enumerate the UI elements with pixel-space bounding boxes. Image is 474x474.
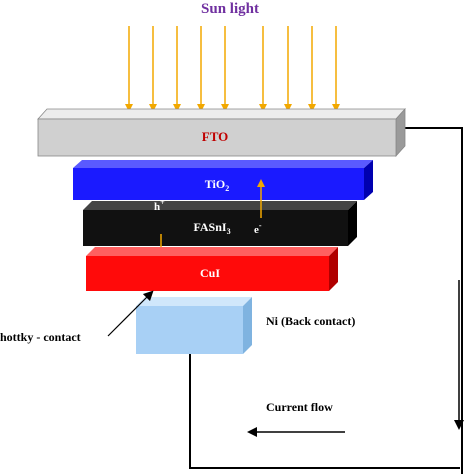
fto-label: FTO <box>202 129 229 144</box>
ni-back-contact <box>136 297 252 354</box>
schottky-contact-label: hottky - contact <box>0 330 81 344</box>
hole-sup: + <box>160 198 165 207</box>
hole-base: h <box>154 201 160 213</box>
cui-label: CuI <box>200 266 220 280</box>
back-contact-label: Ni (Back contact) <box>266 314 355 328</box>
tio2-layer <box>73 160 373 200</box>
fasni3-subscript: 3 <box>227 227 231 236</box>
cui-layer <box>86 247 338 291</box>
tio2-subscript: 2 <box>225 184 229 193</box>
electron-label: e- <box>254 221 262 236</box>
tio2-label: TiO2 <box>205 177 229 193</box>
external-circuit <box>189 127 463 474</box>
sun-light-title: Sun light <box>201 1 259 17</box>
fasni3-label: FASnI3 <box>193 220 230 236</box>
fto-layer <box>37 107 406 158</box>
fasni3-layer <box>83 201 357 246</box>
schottky-pointer-arrow <box>107 290 154 337</box>
current-flow-label: Current flow <box>266 400 333 414</box>
tio2-base: TiO <box>205 177 225 191</box>
sunlight-arrows <box>125 26 340 112</box>
fasni3-base: FASnI <box>193 220 226 234</box>
electron-base: e <box>254 224 259 236</box>
hole-label: h+ <box>154 198 165 213</box>
electron-sup: - <box>259 221 262 230</box>
